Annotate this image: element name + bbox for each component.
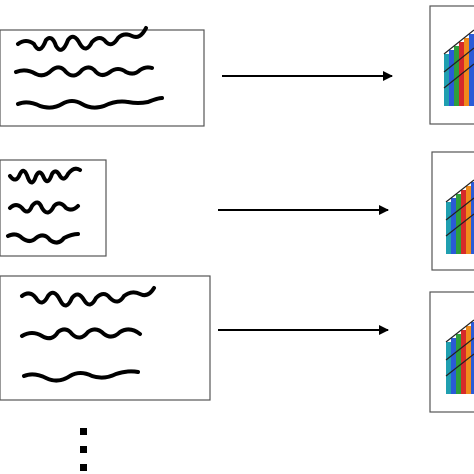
- handwriting-scribble: [20, 286, 156, 383]
- row-3: [0, 275, 474, 413]
- handwriting-scribble: [14, 26, 164, 110]
- feature-stack-icon: [445, 179, 474, 254]
- vertical-ellipsis-icon: [80, 428, 87, 471]
- feature-stack-icon: [443, 29, 474, 106]
- row-2: [0, 151, 474, 271]
- handwriting-scribble: [6, 166, 82, 245]
- handwriting-box: [0, 29, 205, 127]
- row-1: [0, 5, 474, 127]
- feature-stack-icon: [445, 319, 474, 394]
